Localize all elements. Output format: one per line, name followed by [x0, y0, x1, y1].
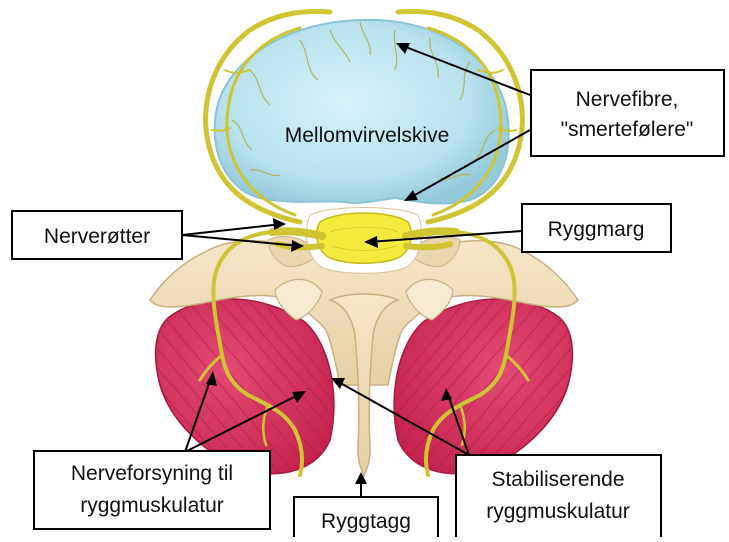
label-stabilizing-line1: Stabiliserende: [491, 468, 624, 491]
label-spinal-cord: Ryggmarg: [522, 204, 671, 252]
label-nerve-fibers-line1: Nervefibre,: [576, 88, 679, 111]
label-stabilizing-line2: ryggmuskulatur: [486, 500, 630, 523]
disc-label: Mellomvirvelskive: [285, 124, 450, 147]
label-nerve-supply-line2: ryggmuskulatur: [80, 494, 224, 517]
label-spinous-process: Ryggtagg: [294, 497, 438, 537]
label-nerve-fibers-line2: "smertefølere": [561, 118, 694, 141]
label-nerve-roots: Nerverøtter: [12, 211, 182, 259]
label-spinous-process-text: Ryggtagg: [321, 510, 411, 533]
label-nerve-fibers: Nervefibre, "smertefølere": [531, 70, 724, 156]
label-stabilizing-muscles: Stabiliserende ryggmuskulatur: [456, 455, 661, 537]
spinal-cord-shape: [317, 213, 411, 263]
label-nerve-supply: Nerveforsyning til ryggmuskulatur: [34, 451, 270, 529]
nerve-root-right-lower: [406, 244, 450, 247]
label-nerve-roots-text: Nerverøtter: [44, 225, 150, 248]
label-box: [531, 70, 724, 156]
label-spinal-cord-text: Ryggmarg: [548, 218, 645, 241]
label-nerve-supply-line1: Nerveforsyning til: [71, 462, 233, 485]
nerve-root-left: [272, 231, 322, 236]
